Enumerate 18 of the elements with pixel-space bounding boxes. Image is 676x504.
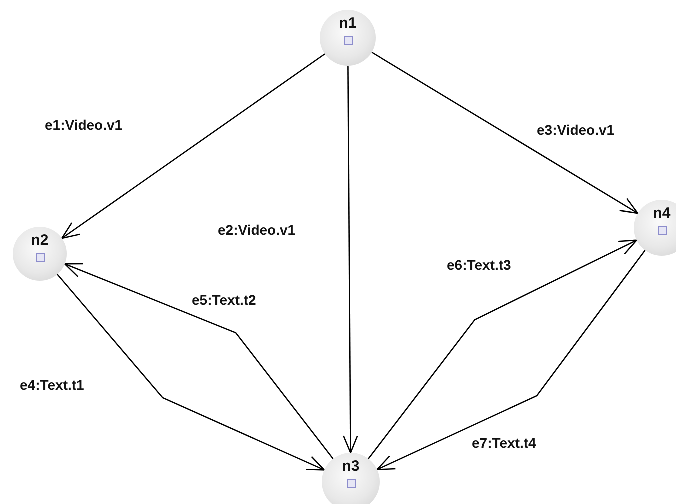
arrow — [57, 274, 326, 471]
arrow — [372, 52, 639, 214]
edge-label: e6:Text.t3 — [447, 257, 512, 273]
node-label: n4 — [653, 206, 671, 222]
arrow — [343, 66, 358, 454]
node-circle — [322, 453, 380, 504]
edge-label: e7:Text.t4 — [472, 435, 536, 451]
arrow — [64, 263, 334, 460]
node-circle — [634, 200, 676, 256]
arrow — [61, 54, 326, 240]
edge-label: e2:Video.v1 — [218, 222, 296, 238]
edge-label: e1:Video.v1 — [45, 117, 123, 133]
node-label: n1 — [339, 16, 357, 32]
node-label: n3 — [342, 459, 360, 475]
edge-label: e5:Text.t2 — [192, 292, 256, 308]
edge-label: e4:Text.t1 — [20, 377, 84, 393]
edge-label: e3:Video.v1 — [537, 122, 615, 138]
node-label: n2 — [31, 233, 49, 249]
